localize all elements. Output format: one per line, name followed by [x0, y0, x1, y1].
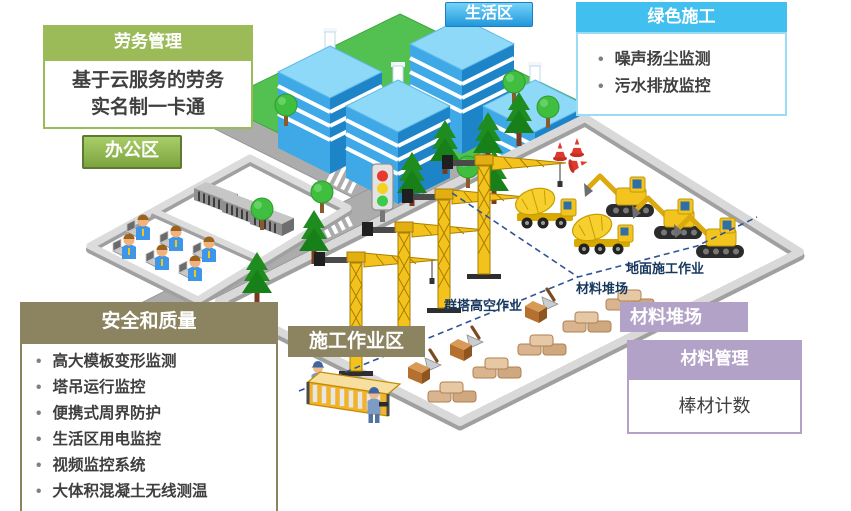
material-management-body: 棒材计数: [627, 378, 802, 434]
material-yard-small-tag: 材料堆场: [576, 281, 629, 296]
safety-item: 生活区用电监控: [36, 427, 272, 453]
green-item: 噪声扬尘监测: [598, 46, 781, 73]
safety-item: 塔吊运行监控: [36, 375, 272, 401]
labor-management-title: 劳务管理: [43, 25, 253, 59]
material-yard-label: 材料堆场: [620, 302, 748, 332]
living-area-label: 生活区: [445, 2, 533, 27]
green-construction-title: 绿色施工: [576, 2, 787, 32]
material-management-callout: 材料管理 棒材计数: [627, 340, 802, 434]
green-construction-body: 噪声扬尘监测 污水排放监控: [576, 32, 787, 116]
work-area-label: 施工作业区: [288, 326, 425, 357]
traffic-light-icon: [371, 163, 394, 222]
labor-body-line1: 基于云服务的劳务: [71, 70, 224, 91]
rebar-counting-group: [306, 361, 402, 423]
safety-quality-title: 安全和质量: [20, 302, 278, 342]
compound-wall: [215, 114, 804, 426]
ground-ops-tag: 地面施工作业: [626, 261, 705, 276]
zone-boundary-lines: [298, 192, 758, 392]
safety-item: 高大模板变形监测: [36, 349, 272, 375]
safety-item: 大体积混凝土无线测温: [36, 479, 272, 505]
safety-quality-body: 高大模板变形监测 塔吊运行监控 便携式周界防护 生活区用电监控 视频监控系统 大…: [20, 342, 278, 511]
safety-quality-callout: 安全和质量 高大模板变形监测 塔吊运行监控 便携式周界防护 生活区用电监控 视频…: [20, 302, 278, 511]
office-area-label: 办公区: [82, 135, 182, 169]
safety-item: 视频监控系统: [36, 453, 272, 479]
material-management-title: 材料管理: [627, 340, 802, 378]
labor-management-callout: 劳务管理 基于云服务的劳务 实名制一卡通: [43, 25, 253, 129]
labor-body-line2: 实名制一卡通: [90, 97, 205, 118]
green-item: 污水排放监控: [598, 73, 781, 100]
safety-item: 便携式周界防护: [36, 401, 272, 427]
green-construction-callout: 绿色施工 噪声扬尘监测 污水排放监控: [576, 2, 787, 116]
labor-management-body: 基于云服务的劳务 实名制一卡通: [43, 59, 253, 129]
tower-ops-tag: 群塔高空作业: [444, 298, 523, 313]
